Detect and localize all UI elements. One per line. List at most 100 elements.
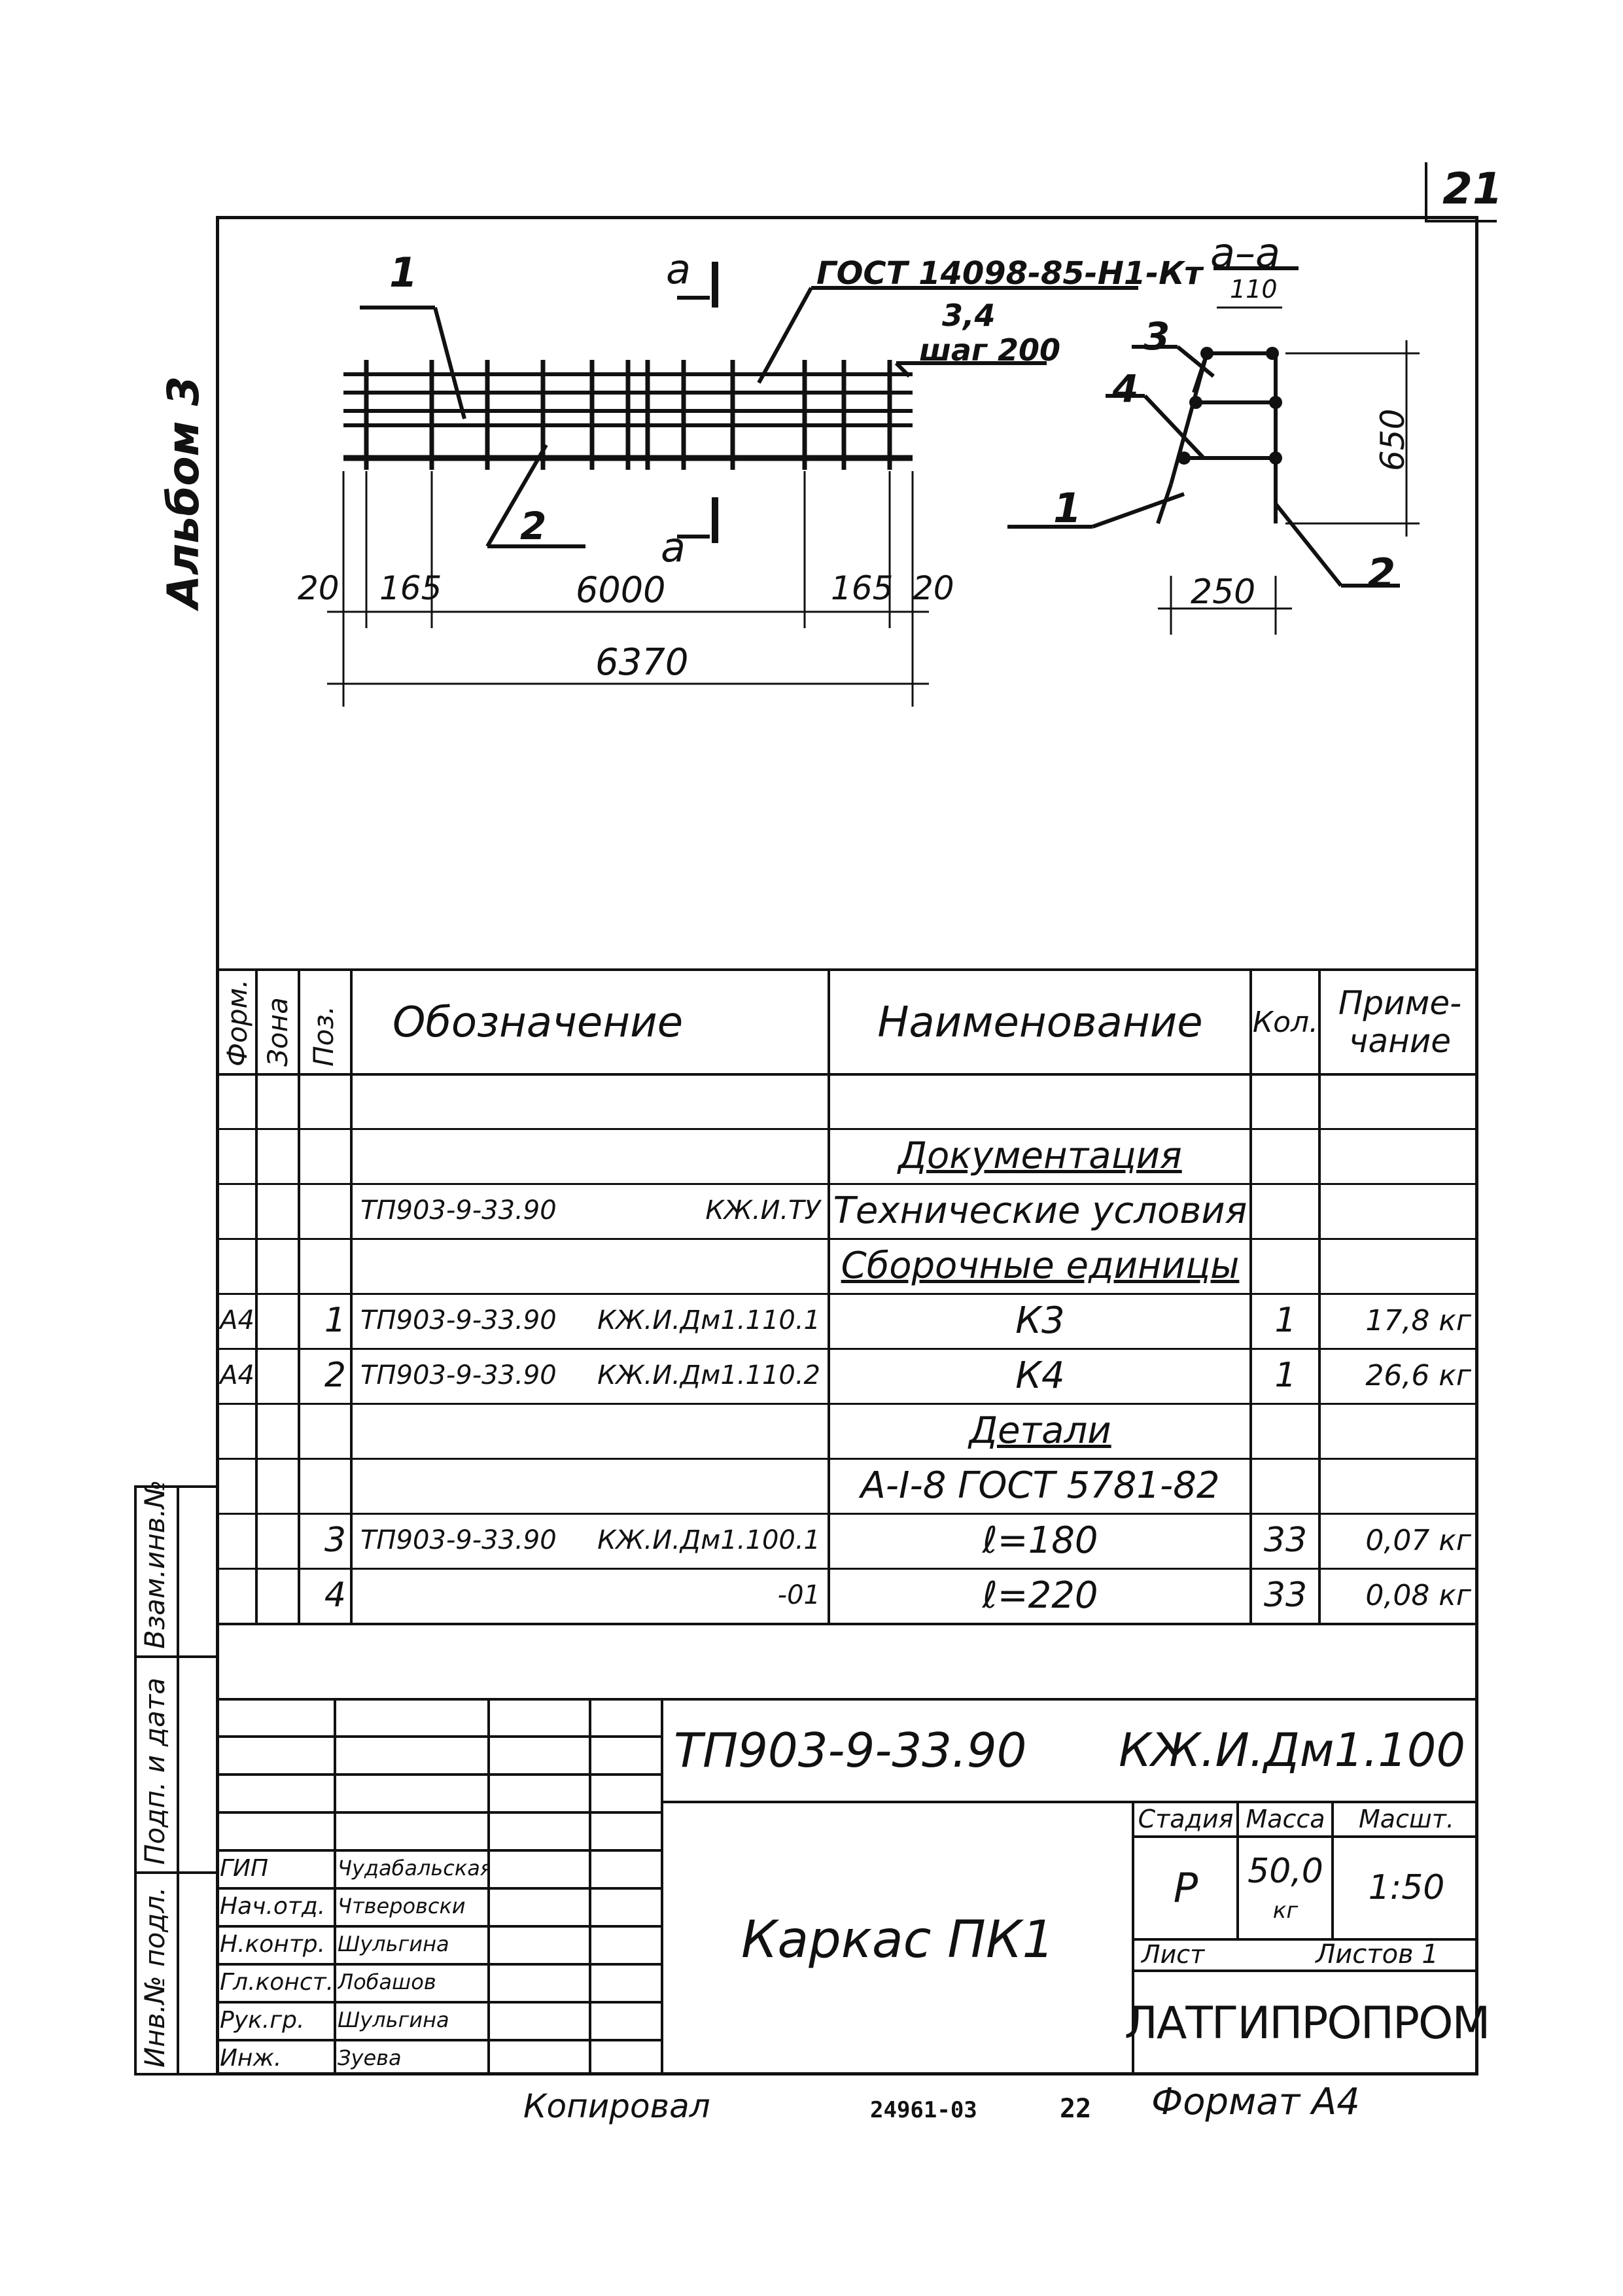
mass-label: Масса — [1246, 1805, 1325, 1833]
side-stamp-replace-inv: Взам.инв.№ — [139, 1479, 171, 1649]
plan-position-1: 1 — [389, 249, 418, 296]
tb-role: Рук.гр. — [220, 2006, 305, 2034]
spec-header-rule — [216, 1073, 1478, 1076]
tb-person-name: Чудабальская — [338, 1856, 487, 1881]
sheet-label: Лист — [1142, 1940, 1205, 1969]
spec-cell-pos — [301, 1458, 350, 1513]
spec-cell-format — [219, 1238, 255, 1293]
page-number: 21 — [1442, 164, 1503, 214]
spec-cell-qty — [1253, 1128, 1318, 1183]
tb-role: Гл.конст. — [220, 1968, 334, 1996]
tb-code-rule — [661, 1801, 1478, 1803]
tb-left-rule — [216, 2001, 661, 2004]
footer-format: Формат А4 — [1151, 2081, 1360, 2123]
mass-value: 50,0 — [1248, 1852, 1323, 1891]
section-position-2: 2 — [1367, 550, 1396, 597]
callout-positions: 3,4 — [942, 298, 996, 333]
spec-cell-note — [1321, 1073, 1475, 1128]
dim-165-left: 165 — [379, 569, 442, 607]
spec-cell-designation-mark — [592, 1128, 824, 1183]
spec-cell-note: 0,08 кг — [1365, 1578, 1471, 1612]
spec-cell-pos: 3 — [324, 1521, 346, 1560]
spec-cell-qty: 1 — [1274, 1356, 1297, 1395]
tb-left-rule — [216, 1925, 661, 1928]
mass-unit: кг — [1272, 1898, 1299, 1924]
spec-cell-designation: ТП903-9-33.90 — [360, 1195, 557, 1226]
tb-col-line — [589, 1698, 591, 2075]
plan-position-2: 2 — [520, 504, 547, 548]
spec-cell-name: ℓ=220 — [982, 1574, 1098, 1617]
spec-cell-note — [1321, 1238, 1475, 1293]
dim-165-right: 165 — [831, 569, 894, 607]
tb-col-line — [1331, 1801, 1334, 1938]
callout-step: шаг 200 — [919, 332, 1060, 368]
spec-cell-name: К4 — [1015, 1354, 1065, 1397]
spec-row-rule — [216, 1128, 1478, 1130]
spec-cell-designation — [357, 1238, 592, 1293]
spec-cell-name: Документация — [898, 1134, 1182, 1177]
spec-cell-qty — [1253, 1403, 1318, 1458]
spec-cell-name: ℓ=180 — [982, 1519, 1098, 1562]
spec-cell-format — [219, 1513, 255, 1568]
spec-cell-format: А4 — [220, 1305, 254, 1335]
side-stamp-inv-orig: Инв.№ подл. — [139, 1886, 171, 2068]
tb-left-rule — [216, 1773, 661, 1776]
spec-col-line — [255, 968, 258, 1623]
title-block-top-rule — [216, 1698, 1478, 1701]
tb-col-line — [334, 1698, 336, 2075]
dim-20-left: 20 — [298, 569, 340, 607]
tb-sheet-rule — [1132, 1938, 1478, 1941]
doc-mark: КЖ.И.Дм1.100 — [1119, 1723, 1465, 1777]
spec-cell-format — [219, 1183, 255, 1238]
spec-cell-pos — [301, 1073, 350, 1128]
spec-cell-designation — [357, 1073, 592, 1128]
spec-col-line — [298, 968, 300, 1623]
spec-cell-note: 17,8 кг — [1365, 1303, 1471, 1337]
spec-cell-name: К3 — [1015, 1299, 1065, 1342]
dim-250: 250 — [1191, 573, 1256, 612]
spec-cell-qty — [1253, 1183, 1318, 1238]
tb-person-name: Шульгина — [338, 2007, 449, 2032]
spec-cell-designation-mark: КЖ.И.Дм1.110.1 — [597, 1305, 820, 1335]
tb-stage-rule — [1132, 1835, 1478, 1838]
dim-110: 110 — [1230, 275, 1278, 304]
spec-cell-note — [1321, 1128, 1475, 1183]
tb-left-rule — [216, 2039, 661, 2041]
footer-order-number: 24961-03 — [870, 2097, 977, 2123]
page-number-rule — [1425, 220, 1497, 222]
tb-person-name: Зуева — [338, 2045, 402, 2070]
company-name: ЛАТГИПРОПРОМ — [1124, 1998, 1491, 2049]
side-stamp-row — [134, 1655, 219, 1658]
spec-cell-designation-mark — [592, 1403, 824, 1458]
spec-cell-name — [831, 1073, 1249, 1128]
side-stamp-sign-date: Подп. и дата — [139, 1677, 171, 1865]
tb-role: ГИП — [220, 1854, 269, 1882]
section-position-3: 3 — [1143, 314, 1170, 359]
header-format: Форм. — [221, 979, 253, 1067]
header-name: Наименование — [877, 998, 1203, 1047]
spec-row-rule — [216, 1348, 1478, 1350]
side-stamp-divider — [177, 1485, 179, 2075]
spec-cell-designation — [357, 1403, 592, 1458]
spec-cell-note — [1321, 1458, 1475, 1513]
spec-cell-name: А-I-8 ГОСТ 5781-82 — [860, 1464, 1220, 1507]
spec-cell-format — [219, 1568, 255, 1623]
tb-company-rule — [1132, 1969, 1478, 1972]
spec-row-rule — [216, 1513, 1478, 1515]
spec-col-line — [350, 968, 353, 1623]
spec-row-rule — [216, 1458, 1478, 1460]
spec-cell-pos: 4 — [324, 1576, 346, 1615]
sheet-frame — [216, 216, 1478, 2075]
spec-cell-name: Детали — [969, 1409, 1111, 1452]
header-pos: Поз. — [307, 1006, 340, 1067]
spec-cell-designation-mark: КЖ.И.ТУ — [705, 1195, 820, 1226]
tb-person-name: Шульгина — [338, 1932, 449, 1956]
spec-cell-designation: ТП903-9-33.90 — [360, 1305, 557, 1335]
spec-cell-qty — [1253, 1073, 1318, 1128]
spec-cell-note: 26,6 кг — [1365, 1358, 1471, 1392]
section-position-1: 1 — [1053, 484, 1082, 532]
spec-cell-designation — [357, 1458, 592, 1513]
section-mark-top: а — [666, 245, 691, 293]
spec-bottom-rule — [216, 1623, 1478, 1625]
spec-row-rule — [216, 1568, 1478, 1570]
